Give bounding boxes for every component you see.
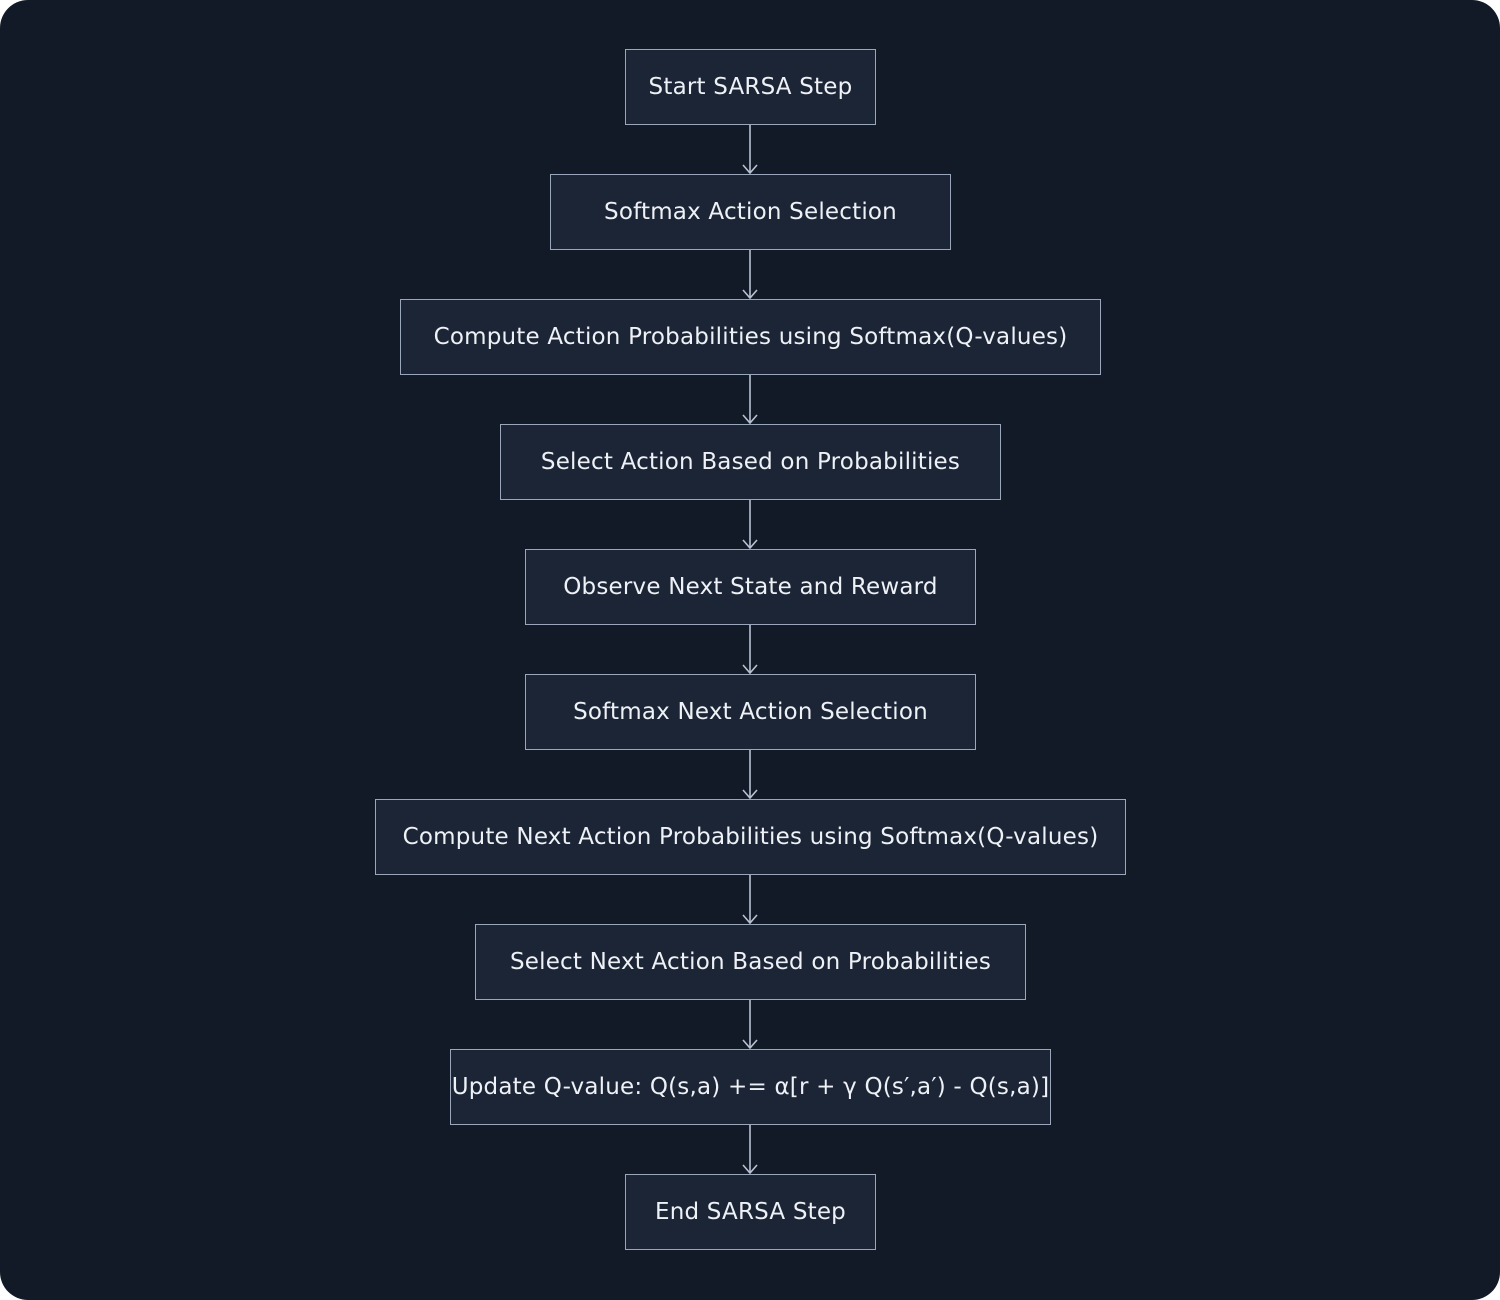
node-compute-action-probabilities: Compute Action Probabilities using Softm…	[400, 299, 1101, 375]
node-end: End SARSA Step	[625, 1174, 876, 1250]
edge-arrow	[742, 1125, 758, 1175]
edge-arrow	[742, 125, 758, 175]
node-softmax-next-action-selection: Softmax Next Action Selection	[525, 674, 976, 750]
node-softmax-action-selection: Softmax Action Selection	[550, 174, 951, 250]
node-label: Observe Next State and Reward	[563, 574, 938, 600]
edge-arrow	[742, 375, 758, 425]
node-start: Start SARSA Step	[625, 49, 876, 125]
node-label: Select Action Based on Probabilities	[540, 449, 961, 475]
edge-arrow	[742, 875, 758, 925]
node-label: Select Next Action Based on Probabilitie…	[509, 949, 992, 975]
node-label: Softmax Next Action Selection	[573, 699, 928, 725]
node-compute-next-action-probabilities: Compute Next Action Probabilities using …	[375, 799, 1126, 875]
node-update-q-value: Update Q-value: Q(s,a) += α[r + γ Q(s′,a…	[450, 1049, 1051, 1125]
node-label: Softmax Action Selection	[604, 199, 897, 225]
node-select-next-action: Select Next Action Based on Probabilitie…	[475, 924, 1026, 1000]
edge-arrow	[742, 625, 758, 675]
node-observe-next-state: Observe Next State and Reward	[525, 549, 976, 625]
edge-arrow	[742, 500, 758, 550]
node-label: Compute Action Probabilities using Softm…	[433, 324, 1068, 350]
node-select-action: Select Action Based on Probabilities	[500, 424, 1001, 500]
node-label: Compute Next Action Probabilities using …	[402, 824, 1099, 850]
node-label: Update Q-value: Q(s,a) += α[r + γ Q(s′,a…	[451, 1074, 1050, 1100]
node-label: Start SARSA Step	[648, 74, 853, 100]
node-label: End SARSA Step	[654, 1199, 846, 1225]
edge-arrow	[742, 250, 758, 300]
edge-arrow	[742, 750, 758, 800]
edge-arrow	[742, 1000, 758, 1050]
